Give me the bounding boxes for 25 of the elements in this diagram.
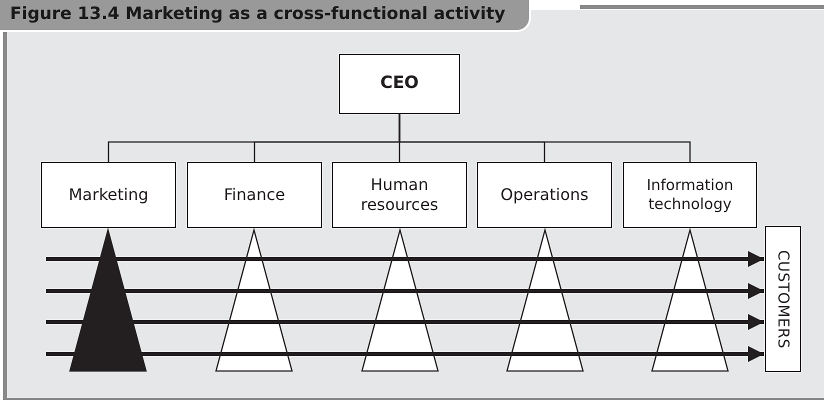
department-box <box>477 162 612 228</box>
node-label: CEO <box>380 73 419 95</box>
department-box <box>623 162 757 228</box>
node-label: Operations <box>500 185 588 205</box>
node-label: Finance <box>224 185 286 205</box>
triangle-shape <box>69 229 147 372</box>
triangle-shape <box>215 229 293 372</box>
arrow <box>46 346 764 362</box>
connector-line <box>398 114 691 162</box>
triangle-shape <box>506 229 584 372</box>
department-box <box>41 162 176 228</box>
department-box <box>187 162 322 228</box>
node-label: CUSTOMERS <box>774 250 792 348</box>
department-box <box>332 162 467 228</box>
figure-title: Figure 13.4 Marketing as a cross-functional activity <box>0 0 532 32</box>
arrow <box>46 283 764 299</box>
customers-box <box>765 226 801 372</box>
triangle-shape <box>361 229 439 372</box>
arrow <box>46 251 764 267</box>
node-label: Marketing <box>68 185 148 205</box>
node-label: Information technology <box>646 176 734 214</box>
arrow <box>46 314 764 330</box>
node-label: Human resources <box>360 175 440 215</box>
triangle-shape <box>651 229 729 372</box>
department-box <box>339 54 460 114</box>
